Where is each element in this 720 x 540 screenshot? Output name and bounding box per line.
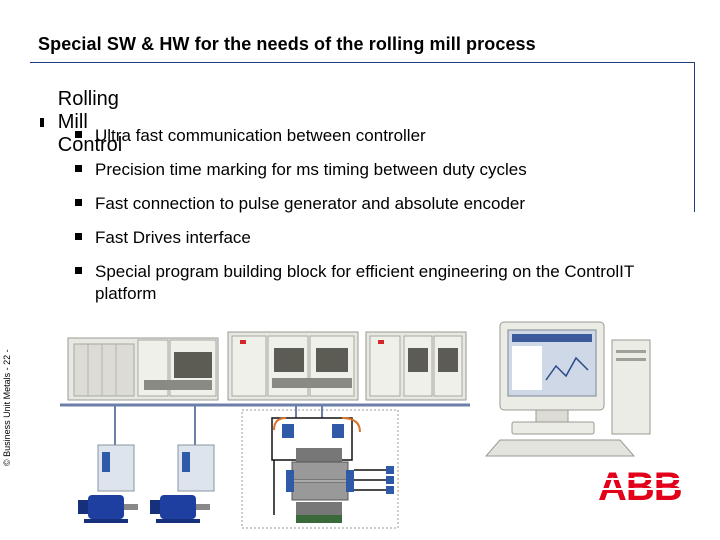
workstation-computer (484, 321, 651, 457)
list-item: Precision time marking for ms timing bet… (75, 159, 655, 181)
controller-rack-3 (365, 331, 467, 401)
controller-rack-1 (67, 337, 219, 401)
square-bullet-icon (75, 267, 82, 274)
square-bullet-icon (75, 165, 82, 172)
square-bullet-icon (75, 233, 82, 240)
drive-unit-2 (177, 405, 215, 492)
right-rule (694, 62, 695, 212)
square-bullet-icon (40, 118, 44, 127)
motor-1 (78, 495, 138, 523)
main-bullet: Rolling Mill Control (40, 88, 127, 157)
list-item: Fast Drives interface (75, 227, 655, 249)
bullet-heading: Rolling Mill Control (57, 88, 123, 156)
list-item: Ultra fast communication between control… (75, 125, 655, 147)
title-rule (30, 62, 694, 63)
abb-logo: ABB (598, 466, 686, 504)
slide-title: Special SW & HW for the needs of the rol… (38, 34, 536, 54)
controller-rack-2 (227, 331, 359, 401)
list-item: Fast connection to pulse generator and a… (75, 193, 655, 215)
drive-unit-1 (97, 405, 135, 492)
vertical-footer: © Business Unit Metals - 22 - (2, 349, 12, 466)
svg-text:ABB: ABB (598, 466, 682, 504)
system-illustration (60, 321, 651, 529)
square-bullet-icon (75, 131, 82, 138)
list-item: Special program building block for effic… (75, 261, 655, 305)
motor-2 (150, 495, 210, 523)
square-bullet-icon (75, 199, 82, 206)
rolling-mill-stand (241, 405, 399, 529)
